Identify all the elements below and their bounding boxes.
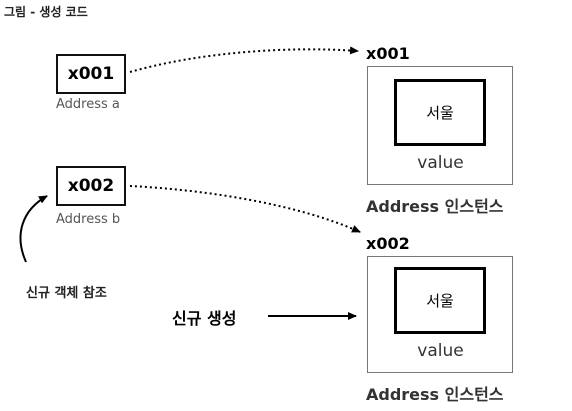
dotted-arrow-a-to-x001	[129, 46, 359, 73]
new-create-label: 신규 생성	[172, 309, 237, 328]
reference-box-b: x002	[56, 166, 126, 206]
new-reference-note: 신규 객체 참조	[26, 286, 107, 301]
reference-label-a: Address a	[56, 97, 120, 112]
instance-value-label-1: value	[417, 153, 464, 173]
instance-value-label-2: value	[417, 341, 464, 361]
instance-value-box-2: 서울	[394, 267, 486, 334]
figure-caption: 그림 - 생성 코드	[4, 5, 88, 19]
instance-caption-2: Address 인스턴스	[366, 385, 504, 404]
dotted-arrow-b-to-x002	[129, 185, 361, 233]
instance-address-2: x002	[366, 234, 410, 253]
instance-caption-1: Address 인스턴스	[366, 197, 504, 216]
instance-value-box-1: 서울	[394, 79, 486, 146]
reference-box-a: x001	[56, 54, 126, 94]
instance-address-1: x001	[366, 44, 410, 63]
reference-label-b: Address b	[56, 212, 121, 227]
curved-arrow-new-reference	[19, 195, 48, 263]
